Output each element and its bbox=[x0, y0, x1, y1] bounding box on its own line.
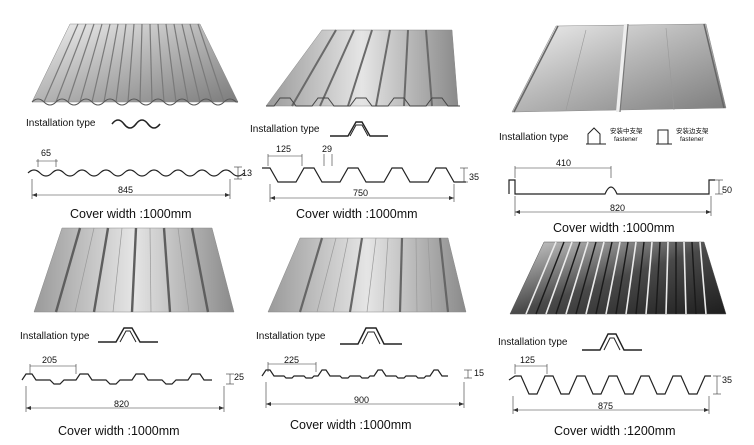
installation-type-label: Installation type bbox=[499, 132, 569, 143]
trapezoid-820-profile-drawing bbox=[21, 364, 234, 412]
dim-height: 50 bbox=[722, 185, 733, 195]
corrugated-profile-drawing bbox=[27, 159, 245, 199]
installation-type-label: Installation type bbox=[26, 118, 96, 129]
installation-type-label: Installation type bbox=[20, 331, 90, 342]
dim-rib-top: 29 bbox=[322, 144, 333, 154]
cover-width: Cover width :1000mm bbox=[553, 221, 675, 235]
edge-bracket-en-label: fastener bbox=[680, 136, 704, 143]
dim-width: 900 bbox=[354, 395, 370, 405]
dim-width: 875 bbox=[598, 401, 614, 411]
dim-width: 750 bbox=[353, 188, 369, 198]
trapezoid-875-install-icon bbox=[582, 333, 642, 351]
standing-seam-sheet-photo bbox=[511, 23, 727, 113]
dim-height: 25 bbox=[234, 372, 245, 382]
dim-rib-spacing: 125 bbox=[276, 144, 292, 154]
dim-width: 820 bbox=[114, 399, 130, 409]
dim-height: 13 bbox=[242, 168, 253, 178]
installation-type-label: Installation type bbox=[256, 331, 326, 342]
dim-width: 820 bbox=[610, 203, 626, 213]
cover-width: Cover width :1000mm bbox=[70, 207, 192, 221]
middle-bracket-cn-label: 安装中支架 bbox=[610, 128, 643, 135]
cover-width: Cover width :1000mm bbox=[296, 207, 418, 221]
dim-rib-spacing: 410 bbox=[556, 158, 572, 168]
dim-height: 35 bbox=[469, 172, 480, 182]
wave-install-icon bbox=[111, 119, 161, 129]
trapezoid-900-install-icon bbox=[340, 327, 402, 345]
dim-width: 845 bbox=[118, 185, 134, 195]
installation-type-label: Installation type bbox=[498, 337, 568, 348]
cover-width: Cover width :1200mm bbox=[554, 424, 676, 438]
dim-pitch: 65 bbox=[41, 148, 52, 158]
middle-bracket-icon bbox=[586, 127, 606, 145]
cover-width: Cover width :1000mm bbox=[58, 424, 180, 438]
trapezoid-sheet-photo bbox=[265, 29, 460, 107]
trapezoid-profile-drawing bbox=[262, 154, 468, 202]
cover-width: Cover width :1000mm bbox=[290, 418, 412, 432]
middle-bracket-en-label: fastener bbox=[614, 136, 638, 143]
dim-height: 15 bbox=[474, 368, 485, 378]
corrugated-sheet-photo bbox=[31, 23, 239, 106]
dim-rib-spacing: 125 bbox=[520, 355, 536, 365]
installation-type-label: Installation type bbox=[250, 124, 320, 135]
standing-seam-profile-drawing bbox=[508, 166, 723, 216]
trapezoid-900-sheet-photo bbox=[267, 237, 467, 313]
dark-trapezoid-sheet-photo bbox=[509, 241, 727, 315]
trapezoid-820-install-icon bbox=[98, 327, 158, 343]
trapezoid-875-profile-drawing bbox=[508, 364, 721, 414]
edge-bracket-icon bbox=[656, 129, 672, 145]
trapezoid-900-profile-drawing bbox=[261, 362, 472, 408]
edge-bracket-cn-label: 安装边支架 bbox=[676, 128, 709, 135]
dim-rib-spacing: 205 bbox=[42, 355, 58, 365]
dim-rib-spacing: 225 bbox=[284, 355, 300, 365]
dim-height: 35 bbox=[722, 375, 733, 385]
trapezoid-820-sheet-photo bbox=[33, 227, 235, 313]
trapezoid-install-icon bbox=[330, 121, 388, 137]
